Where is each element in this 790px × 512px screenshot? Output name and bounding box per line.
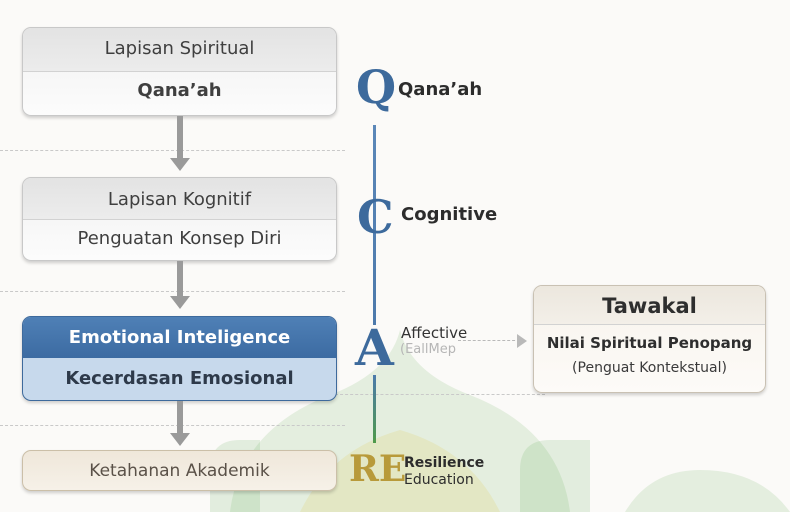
layer-emotional-title: Emotional Inteligence: [68, 327, 291, 348]
dimension-resilience-label: Resilience: [404, 455, 485, 471]
layer-kognitif-box: Lapisan Kognitif Penguatan Konsep Diri: [22, 177, 337, 261]
layer-ketahanan-box: Ketahanan Akademik: [22, 450, 337, 491]
layer-spiritual-box: Lapisan Spiritual Qana’ah: [22, 27, 337, 116]
tawakal-box: Tawakal Nilai Spiritual Penopang (Pengua…: [533, 285, 766, 393]
arrow-to-tawakal: [458, 340, 520, 341]
arrow-down-2: [177, 261, 183, 298]
layer-ketahanan-label: Ketahanan Akademik: [89, 461, 270, 481]
dimension-affective-label: Affective: [401, 324, 468, 342]
dimension-cognitive-label: Cognitive: [401, 204, 498, 225]
dimension-affective-sublabel: (EallMep: [400, 342, 456, 357]
arrow-down-1-head: [170, 158, 190, 171]
separator-4: [335, 394, 545, 395]
separator-1: [0, 150, 345, 151]
letter-re-icon: RE: [349, 448, 407, 490]
layer-emotional-subtitle: Kecerdasan Emosional: [65, 368, 294, 389]
arrow-down-3-head: [170, 433, 190, 446]
arrow-to-tawakal-head: [517, 334, 527, 348]
tawakal-title: Tawakal: [602, 294, 697, 318]
letter-a-icon: A: [355, 318, 394, 377]
arrow-down-2-head: [170, 296, 190, 309]
layer-kognitif-title: Lapisan Kognitif: [107, 189, 252, 210]
dimension-education-label: Education: [404, 472, 474, 488]
separator-3: [0, 425, 345, 426]
layer-emotional-box: Emotional Inteligence Kecerdasan Emosion…: [22, 316, 337, 401]
layer-kognitif-subtitle: Penguatan Konsep Diri: [77, 228, 282, 249]
vertical-connector-green: [373, 375, 376, 443]
layer-spiritual-title: Lapisan Spiritual: [104, 38, 255, 59]
arrow-down-3: [177, 401, 183, 435]
letter-q-icon: Q: [356, 60, 397, 114]
separator-2: [0, 291, 345, 292]
tawakal-line1: Nilai Spiritual Penopang: [546, 334, 753, 352]
arrow-down-1: [177, 116, 183, 160]
dimension-qanaah-label: Qana’ah: [398, 79, 483, 100]
tawakal-line2: (Penguat Kontekstual): [572, 360, 727, 376]
letter-c-icon: C: [357, 190, 394, 244]
layer-spiritual-subtitle: Qana’ah: [137, 80, 222, 101]
vertical-connector-blue: [373, 125, 376, 325]
